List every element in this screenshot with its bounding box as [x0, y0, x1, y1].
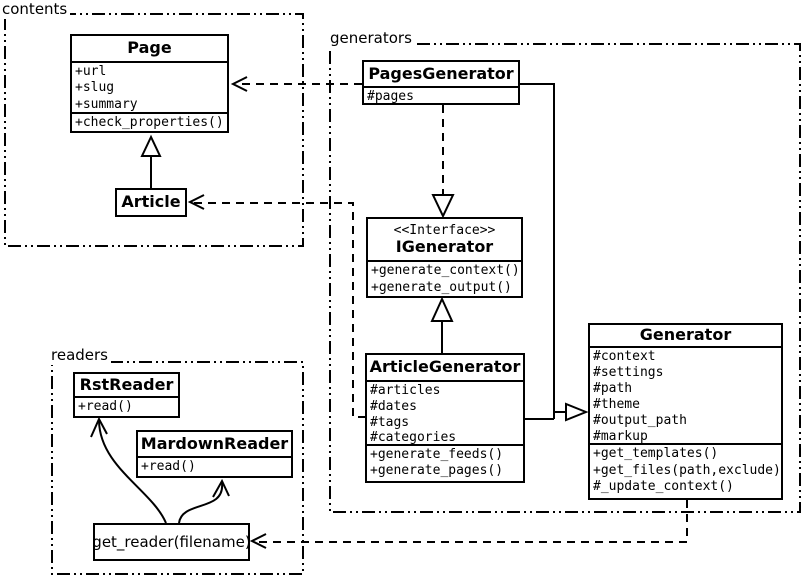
attribute: #dates	[370, 398, 417, 414]
class-articlegenerator-methods: +generate_feeds() +generate_pages()	[367, 446, 523, 481]
attribute: +slug	[75, 80, 115, 96]
attribute: #pages	[367, 89, 414, 103]
class-generator-attributes: #context #settings #path #theme #output_…	[590, 348, 781, 445]
attribute: #markup	[593, 428, 648, 444]
function-get-reader: get_reader(filename)	[92, 523, 251, 561]
arrow-getreader-to-mardownreader	[178, 478, 230, 524]
method: #_update_context()	[593, 479, 734, 494]
attribute: #theme	[593, 396, 640, 412]
class-pagesgenerator-attributes: #pages	[364, 88, 518, 103]
class-mardownreader-methods: +read()	[138, 458, 291, 476]
class-mardownreader: MardownReader +read()	[136, 430, 293, 478]
class-generator-methods: +get_templates() +get_files(path,exclude…	[590, 445, 781, 498]
class-igenerator-methods: +generate_context() +generate_output()	[368, 262, 521, 296]
arrow-generators-to-generator	[520, 83, 589, 422]
function-get-reader-label: get_reader(filename)	[92, 533, 251, 551]
class-articlegenerator: ArticleGenerator #articles #dates #tags …	[365, 353, 525, 483]
class-igenerator: <<Interface>> IGenerator +generate_conte…	[366, 217, 523, 298]
method: +read()	[141, 459, 196, 474]
class-generator-title: Generator	[590, 325, 781, 348]
class-igenerator-name: IGenerator	[395, 236, 494, 256]
class-generator: Generator #context #settings #path #them…	[588, 323, 783, 500]
attribute: +url	[75, 64, 107, 79]
attribute: #tags	[370, 414, 410, 430]
package-generators-label: generators	[329, 29, 415, 48]
package-contents-border	[4, 13, 304, 247]
class-page-title: Page	[72, 36, 227, 63]
arrow-pagesgenerator-to-igenerator	[431, 105, 455, 219]
class-page: Page +url +slug +summary +check_properti…	[70, 34, 229, 133]
class-pagesgenerator-title: PagesGenerator	[364, 62, 518, 88]
arrow-articlegenerator-to-igenerator	[430, 296, 454, 353]
class-page-attributes: +url +slug +summary	[72, 63, 227, 114]
attribute: #articles	[370, 383, 441, 398]
class-rstreader: RstReader +read()	[73, 372, 180, 418]
method: +read()	[78, 399, 133, 414]
arrow-article-to-page	[140, 134, 162, 188]
class-page-methods: +check_properties()	[72, 114, 227, 131]
method: +generate_output()	[371, 279, 512, 295]
class-pagesgenerator: PagesGenerator #pages	[362, 60, 520, 105]
method: +generate_context()	[371, 263, 520, 278]
arrow-generator-to-getreader	[249, 500, 688, 549]
attribute: #context	[593, 349, 656, 364]
package-contents-label: contents	[1, 0, 71, 19]
method: +generate_pages()	[370, 463, 504, 479]
method: +get_templates()	[593, 446, 719, 461]
class-mardownreader-title: MardownReader	[138, 432, 291, 458]
class-igenerator-title: <<Interface>> IGenerator	[368, 219, 521, 262]
stereotype-interface: <<Interface>>	[393, 222, 496, 238]
arrow-pagesgenerator-to-page	[230, 76, 362, 92]
class-articlegenerator-attributes: #articles #dates #tags #categories	[367, 382, 523, 446]
attribute: +summary	[75, 96, 138, 112]
method: +get_files(path,exclude)	[593, 462, 781, 478]
package-readers-label: readers	[50, 346, 111, 365]
attribute: #path	[593, 380, 633, 396]
class-rstreader-methods: +read()	[75, 398, 178, 416]
attribute: #settings	[593, 364, 664, 380]
method: +check_properties()	[75, 115, 224, 130]
arrow-getreader-to-rstreader	[90, 416, 167, 524]
attribute: #categories	[370, 430, 457, 446]
arrow-articlegenerator-to-article	[187, 194, 366, 418]
class-article-title: Article	[121, 192, 181, 212]
class-article: Article	[115, 188, 187, 217]
attribute: #output_path	[593, 412, 687, 428]
class-rstreader-title: RstReader	[75, 374, 178, 398]
package-readers-border	[51, 361, 304, 575]
method: +generate_feeds()	[370, 447, 504, 462]
package-generators-border	[329, 43, 801, 513]
class-articlegenerator-title: ArticleGenerator	[367, 355, 523, 382]
